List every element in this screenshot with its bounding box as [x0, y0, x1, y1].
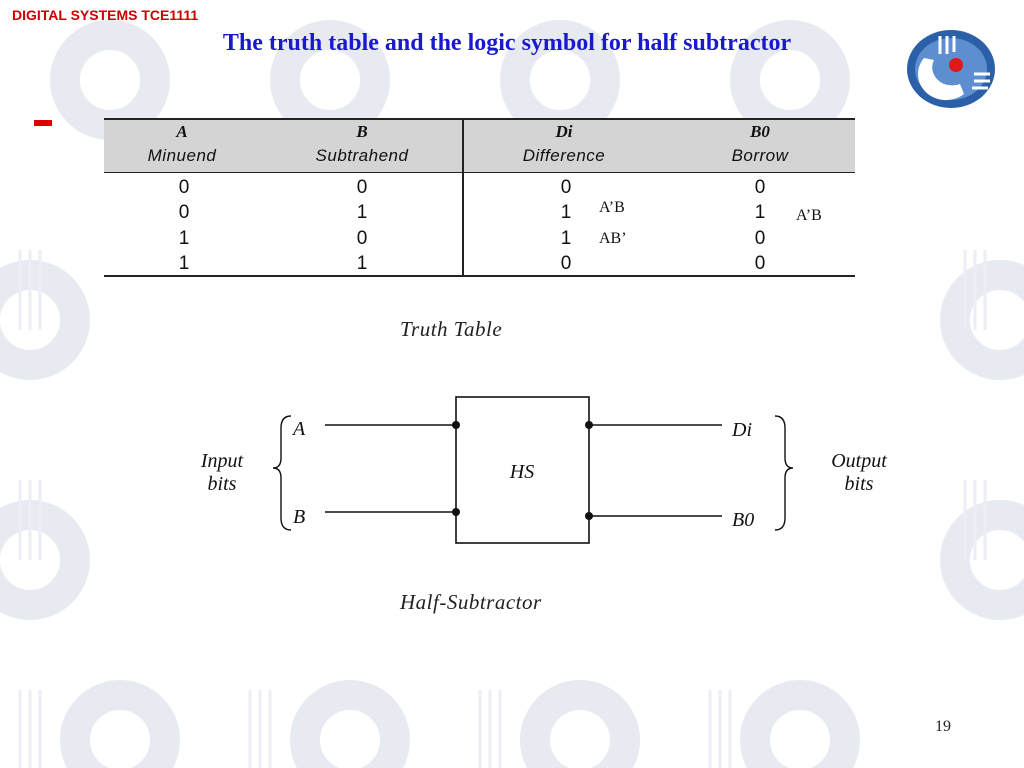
header-col-di: Di Difference	[474, 121, 654, 169]
slide-number: 19	[935, 718, 951, 735]
junction-dot	[452, 421, 460, 429]
slide-title: The truth table and the logic symbol for…	[222, 30, 792, 56]
header-symbol: B	[356, 122, 368, 141]
table-cell: 0	[356, 228, 368, 249]
input-group-label: bits	[208, 473, 237, 495]
output-b-label: B0	[732, 509, 754, 531]
table-cell: 0	[560, 253, 572, 274]
input-b-label: B	[293, 506, 305, 528]
difference-annotation: AB’	[599, 230, 627, 247]
input-brace	[272, 415, 292, 531]
header-symbol: A	[176, 122, 188, 141]
input-group-label: Input	[200, 450, 244, 472]
table-cell: 0	[754, 228, 766, 249]
university-logo	[907, 30, 995, 108]
table-cell: 1	[754, 202, 766, 223]
table-divider	[462, 118, 464, 276]
truth-table: A Minuend B Subtrahend Di Difference B0 …	[104, 118, 855, 277]
junction-dot	[452, 508, 460, 516]
truth-table-caption: Truth Table	[400, 317, 503, 341]
header-name: Subtrahend	[315, 146, 409, 165]
header-col-b: B Subtrahend	[272, 121, 452, 169]
output-d-label: Di	[731, 419, 752, 441]
course-label: DIGITAL SYSTEMS TCE1111	[12, 7, 199, 23]
half-subtractor-symbol: A B HS Di B0 Input bits Output bits	[200, 396, 887, 544]
truth-table-header	[104, 118, 855, 173]
table-cell: 1	[356, 202, 368, 223]
input-a-label: A	[291, 418, 306, 440]
table-cell: 1	[560, 228, 572, 249]
output-brace	[774, 415, 794, 531]
bullet-marker	[34, 120, 52, 126]
borrow-annotation: A’B	[796, 207, 822, 224]
header-symbol: B0	[750, 122, 770, 141]
output-group-label: bits	[845, 473, 874, 495]
table-cell: 0	[560, 177, 572, 198]
hs-label: HS	[509, 461, 534, 483]
header-name: Difference	[522, 146, 606, 165]
table-cell: 1	[178, 253, 190, 274]
table-cell: 1	[178, 228, 190, 249]
table-cell: 0	[754, 177, 766, 198]
hs-block	[455, 396, 590, 544]
table-cell: 0	[754, 253, 766, 274]
header-name: Minuend	[147, 146, 217, 165]
table-cell: 0	[356, 177, 368, 198]
table-cell: 0	[178, 177, 190, 198]
table-bottom-rule	[104, 275, 855, 277]
junction-dot	[585, 421, 593, 429]
half-subtractor-caption: Half-Subtractor	[400, 590, 542, 614]
table-cell: 1	[356, 253, 368, 274]
output-group-label: Output	[831, 450, 887, 472]
header-col-b0: B0 Borrow	[670, 121, 850, 169]
difference-annotation: A’B	[599, 199, 625, 216]
junction-dot	[585, 512, 593, 520]
header-col-a: A Minuend	[92, 121, 272, 169]
table-cell: 1	[560, 202, 572, 223]
header-symbol: Di	[555, 122, 573, 141]
table-cell: 0	[178, 202, 190, 223]
header-name: Borrow	[731, 146, 789, 165]
